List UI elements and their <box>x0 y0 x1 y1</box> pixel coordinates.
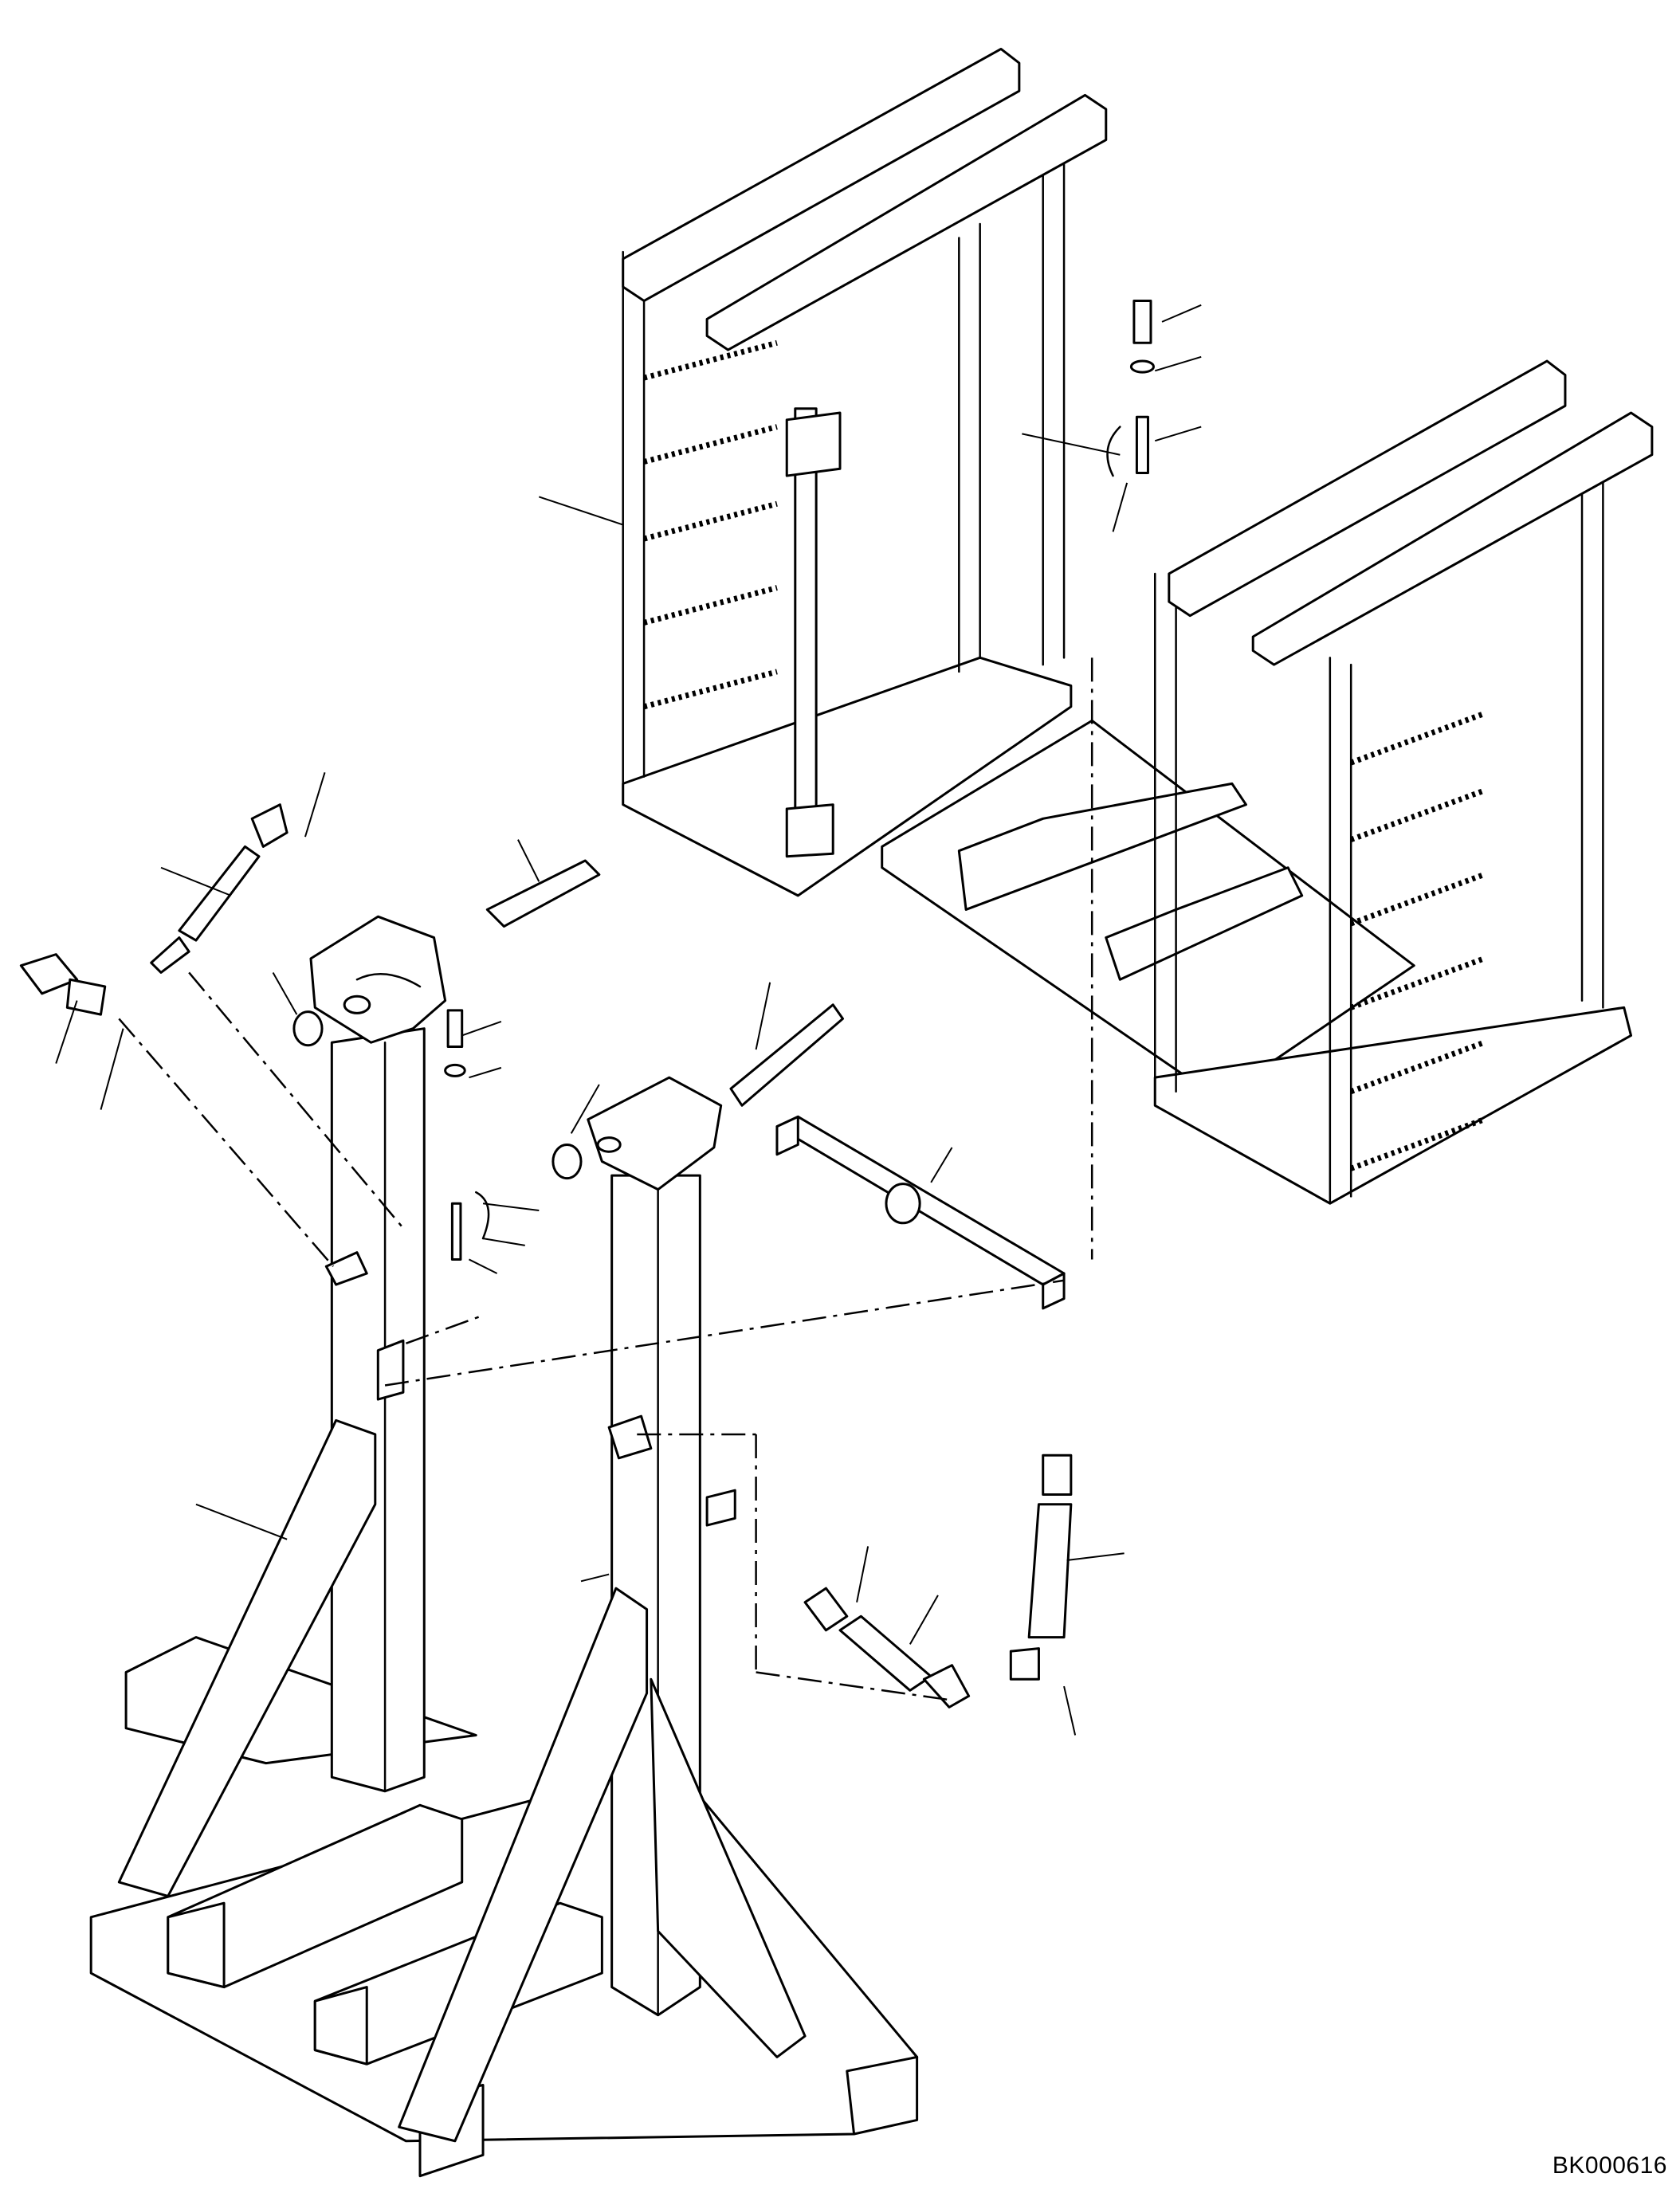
assembly-lines <box>119 657 1092 1700</box>
cage-front <box>882 361 1652 1203</box>
cross-bar <box>777 1116 1064 1308</box>
clip-2 <box>1108 427 1121 476</box>
washer-1 <box>446 1065 465 1076</box>
bolt-1 <box>448 1010 462 1047</box>
pin-large-1 <box>487 861 599 927</box>
pin-small-1 <box>452 1203 461 1259</box>
stand-right-upright <box>399 1175 805 2141</box>
stand-top-cradles <box>311 916 721 1189</box>
lock-plate-2 <box>553 1144 581 1178</box>
turnbuckle-3 <box>805 1588 969 1707</box>
turnbuckle-1 <box>151 805 287 973</box>
left-stand-assembly <box>91 916 917 2175</box>
stand-mounting-plates <box>326 1253 735 1525</box>
stand-left-upright <box>119 1029 424 1897</box>
fittings <box>21 301 1153 1708</box>
clip-1 <box>476 1192 489 1238</box>
bolt-2 <box>1134 301 1151 343</box>
leader-lines <box>56 305 1201 1736</box>
lock-plate-1 <box>294 1012 322 1046</box>
cage-rear <box>623 49 1106 895</box>
turnbuckle-2 <box>1011 1455 1071 1679</box>
turnbuckle-4 <box>21 955 104 1015</box>
pin-large-2 <box>731 1005 843 1105</box>
drawing-number: BK000616 <box>1552 2152 1667 2179</box>
pin-small-2 <box>1136 417 1148 473</box>
washer-2 <box>1131 361 1153 372</box>
